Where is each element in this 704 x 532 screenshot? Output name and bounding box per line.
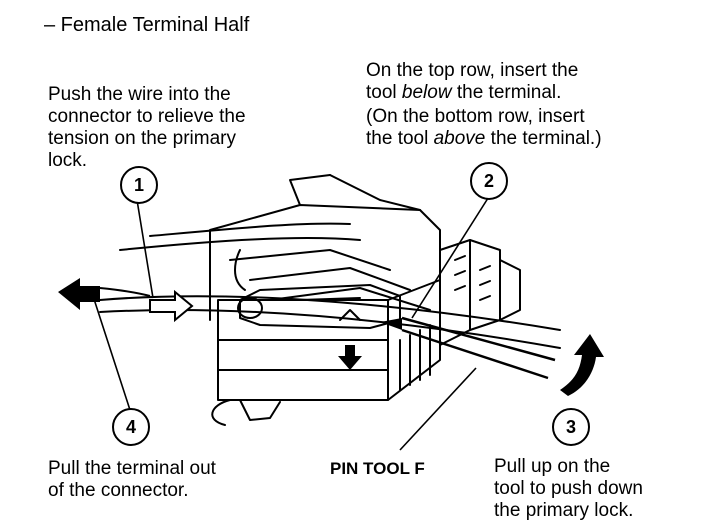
step-number-1: 1	[120, 166, 158, 204]
step-number-3: 3	[552, 408, 590, 446]
step1-line4: lock.	[48, 150, 88, 171]
pin-tool-label: PIN TOOL F	[330, 459, 425, 478]
step2-line4: the tool above the terminal.)	[366, 128, 602, 149]
pull-out-arrow	[58, 278, 151, 310]
step2-line2: tool below the terminal.	[366, 82, 562, 103]
push-arrow	[149, 289, 194, 323]
step4-line1: Pull the terminal out	[48, 458, 216, 479]
step3-line3: the primary lock.	[494, 500, 634, 521]
step3-line1: Pull up on the	[494, 456, 611, 477]
step4-line2: of the connector.	[48, 480, 189, 501]
step2-line3: (On the bottom row, insert	[366, 106, 585, 127]
step3-line2: tool to push down	[494, 478, 643, 499]
step2-line1: On the top row, insert the	[366, 60, 579, 81]
step1-line1: Push the wire into the	[48, 84, 231, 105]
lock-down-arrow	[338, 345, 362, 370]
step-number-4: 4	[112, 408, 150, 446]
step1-line3: tension on the primary	[48, 128, 236, 149]
connector-body	[209, 204, 441, 321]
step-number-2: 2	[470, 162, 508, 200]
pin-tool	[380, 316, 556, 380]
pull-up-arrow	[560, 334, 604, 396]
step1-line2: connector to relieve the	[48, 106, 246, 127]
diagram-title: – Female Terminal Half	[44, 14, 250, 36]
